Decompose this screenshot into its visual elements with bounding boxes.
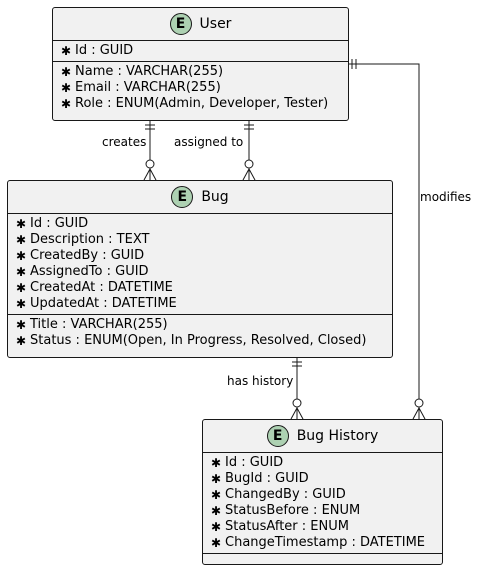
field-text: CreatedAt : DATETIME <box>30 280 173 295</box>
key-star-icon: ✱ <box>211 472 222 486</box>
label-assigned-to: assigned to <box>174 135 244 149</box>
field-row: ✱UpdatedAt : DATETIME <box>8 296 392 312</box>
entity-title: User <box>199 16 232 32</box>
field-star-icon: ✱ <box>61 65 72 79</box>
relation-modifies <box>348 59 426 420</box>
field-row: ✱Name : VARCHAR(255) <box>53 64 348 80</box>
relation-has-history <box>290 358 304 420</box>
field-star-icon: ✱ <box>16 318 27 332</box>
field-section: ✱Name : VARCHAR(255) ✱Email : VARCHAR(25… <box>53 61 348 114</box>
key-star-icon: ✱ <box>211 520 222 534</box>
field-row: ✱ChangedBy : GUID <box>203 487 442 503</box>
key-star-icon: ✱ <box>16 297 27 311</box>
field-row: ✱StatusBefore : ENUM <box>203 503 442 519</box>
field-row: ✱CreatedBy : GUID <box>8 248 392 264</box>
key-section: ✱Id : GUID <box>53 41 348 61</box>
field-section: ✱Title : VARCHAR(255) ✱Status : ENUM(Ope… <box>8 314 392 351</box>
entity-title: Bug History <box>296 428 379 444</box>
key-star-icon: ✱ <box>211 536 222 550</box>
field-section <box>203 553 442 560</box>
field-row: ✱Status : ENUM(Open, In Progress, Resolv… <box>8 333 392 349</box>
key-star-icon: ✱ <box>16 233 27 247</box>
relation-assigned-to <box>242 121 256 181</box>
field-row: ✱Description : TEXT <box>8 232 392 248</box>
field-text: Id : GUID <box>75 43 134 58</box>
field-row: ✱Role : ENUM(Admin, Developer, Tester) <box>53 96 348 112</box>
field-text: CreatedBy : GUID <box>30 248 145 263</box>
field-row: ✱Title : VARCHAR(255) <box>8 317 392 333</box>
key-star-icon: ✱ <box>16 265 27 279</box>
key-star-icon: ✱ <box>61 44 72 58</box>
field-text: BugId : GUID <box>225 471 309 486</box>
key-section: ✱Id : GUID ✱BugId : GUID ✱ChangedBy : GU… <box>203 453 442 553</box>
entity-bug[interactable]: E Bug ✱Id : GUID ✱Description : TEXT ✱Cr… <box>7 180 393 358</box>
field-text: Name : VARCHAR(255) <box>75 64 224 79</box>
field-row: ✱Id : GUID <box>8 216 392 232</box>
field-text: Id : GUID <box>225 455 284 470</box>
field-star-icon: ✱ <box>61 97 72 111</box>
entity-header: E Bug <box>8 181 392 214</box>
key-star-icon: ✱ <box>211 456 222 470</box>
label-has-history: has history <box>227 374 294 388</box>
key-star-icon: ✱ <box>16 249 27 263</box>
key-star-icon: ✱ <box>16 281 27 295</box>
key-star-icon: ✱ <box>211 488 222 502</box>
entity-header: E Bug History <box>203 420 442 453</box>
field-text: ChangedBy : GUID <box>225 487 346 502</box>
entity-title: Bug <box>201 189 229 205</box>
field-text: ChangeTimestamp : DATETIME <box>225 535 426 550</box>
field-row: ✱ChangeTimestamp : DATETIME <box>203 535 442 551</box>
field-row: ✱CreatedAt : DATETIME <box>8 280 392 296</box>
field-text: Email : VARCHAR(255) <box>75 80 221 95</box>
field-row: ✱Email : VARCHAR(255) <box>53 80 348 96</box>
field-text: StatusAfter : ENUM <box>225 519 349 534</box>
entity-e-icon: E <box>169 13 192 35</box>
label-creates: creates <box>102 135 147 149</box>
entity-e-icon: E <box>171 186 194 208</box>
field-text: Title : VARCHAR(255) <box>30 317 168 332</box>
field-text: StatusBefore : ENUM <box>225 503 361 518</box>
field-row: ✱Id : GUID <box>203 455 442 471</box>
field-row: ✱AssignedTo : GUID <box>8 264 392 280</box>
field-text: AssignedTo : GUID <box>30 264 149 279</box>
key-star-icon: ✱ <box>211 504 222 518</box>
field-star-icon: ✱ <box>16 334 27 348</box>
field-star-icon: ✱ <box>61 81 72 95</box>
entity-header: E User <box>53 8 348 41</box>
field-text: Id : GUID <box>30 216 89 231</box>
entity-bug-history[interactable]: E Bug History ✱Id : GUID ✱BugId : GUID ✱… <box>202 419 443 565</box>
field-row: ✱Id : GUID <box>53 43 348 59</box>
field-row: ✱StatusAfter : ENUM <box>203 519 442 535</box>
relation-creates <box>143 121 157 181</box>
label-modifies: modifies <box>420 190 472 204</box>
field-text: UpdatedAt : DATETIME <box>30 296 177 311</box>
field-row: ✱BugId : GUID <box>203 471 442 487</box>
entity-user[interactable]: E User ✱Id : GUID ✱Name : VARCHAR(255) ✱… <box>52 7 349 121</box>
entity-e-icon: E <box>266 425 289 447</box>
field-text: Description : TEXT <box>30 232 150 247</box>
field-text: Role : ENUM(Admin, Developer, Tester) <box>75 96 329 111</box>
key-section: ✱Id : GUID ✱Description : TEXT ✱CreatedB… <box>8 214 392 314</box>
field-text: Status : ENUM(Open, In Progress, Resolve… <box>30 333 367 348</box>
key-star-icon: ✱ <box>16 217 27 231</box>
